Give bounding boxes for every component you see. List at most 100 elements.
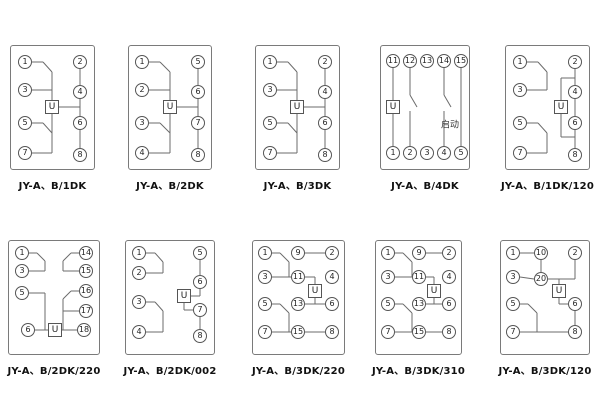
terminal-6: 6 (21, 323, 35, 337)
terminal-4: 4 (132, 325, 146, 339)
terminal-6: 6 (568, 297, 582, 311)
terminal-1: 1 (258, 246, 272, 260)
coil-symbol: U (554, 100, 568, 114)
terminal-4: 4 (325, 270, 339, 284)
terminal-2: 2 (568, 246, 582, 260)
terminal-8: 8 (442, 325, 456, 339)
terminal-11: 11 (291, 270, 305, 284)
wiring-lines (272, 252, 325, 333)
terminal-1: 1 (135, 55, 149, 69)
terminal-3: 3 (263, 83, 277, 97)
coil-symbol: U (290, 100, 304, 114)
terminal-5: 5 (15, 286, 29, 300)
wiring-lines (519, 252, 576, 333)
terminal-5: 5 (454, 146, 468, 160)
terminal-7: 7 (258, 325, 272, 339)
diagram-caption: JY-A、B/3DK/220 (252, 366, 345, 377)
terminal-3: 3 (381, 270, 395, 284)
terminal-6: 6 (318, 116, 332, 130)
wiring-lines (29, 252, 79, 331)
terminal-2: 2 (132, 266, 146, 280)
terminal-2: 2 (442, 246, 456, 260)
terminal-4: 4 (318, 85, 332, 99)
terminal-7: 7 (263, 146, 277, 160)
wiring-lines (149, 61, 199, 154)
terminal-10: 10 (534, 246, 548, 260)
terminal-7: 7 (513, 146, 527, 160)
diagram-caption: JY-A、B/2DK (136, 181, 204, 192)
terminal-3: 3 (18, 83, 32, 97)
terminal-14: 14 (79, 246, 93, 260)
terminal-12: 12 (403, 54, 417, 68)
terminal-1: 1 (18, 55, 32, 69)
terminal-2: 2 (318, 55, 332, 69)
terminal-16: 16 (79, 284, 93, 298)
terminal-7: 7 (506, 325, 520, 339)
terminal-8: 8 (193, 329, 207, 343)
terminal-5: 5 (258, 297, 272, 311)
terminal-6: 6 (73, 116, 87, 130)
terminal-1: 1 (513, 55, 527, 69)
terminal-4: 4 (568, 85, 582, 99)
wiring-lines (527, 61, 576, 154)
diagram-caption: JY-A、B/2DK/002 (123, 366, 217, 377)
terminal-8: 8 (73, 148, 87, 162)
terminal-1: 1 (506, 246, 520, 260)
coil-symbol: U (308, 284, 322, 298)
terminal-2: 2 (73, 55, 87, 69)
terminal-4: 4 (135, 146, 149, 160)
terminal-4: 4 (437, 146, 451, 160)
terminal-13: 13 (291, 297, 305, 311)
terminal-5: 5 (18, 116, 32, 130)
coil-symbol: U (386, 100, 400, 114)
terminal-1: 1 (381, 246, 395, 260)
wiring-lines (146, 252, 201, 333)
terminal-15: 15 (79, 264, 93, 278)
terminal-13: 13 (412, 297, 426, 311)
terminal-1: 1 (15, 246, 29, 260)
terminal-1: 1 (386, 146, 400, 160)
terminal-3: 3 (258, 270, 272, 284)
diagram-caption: JY-A、B/3DK (263, 181, 332, 192)
terminal-8: 8 (568, 148, 582, 162)
terminal-11: 11 (386, 54, 400, 68)
terminal-1: 1 (132, 246, 146, 260)
terminal-15: 15 (454, 54, 468, 68)
diagram-3dk: 1 3 5 7 2 4 6 8 U JY-A、B/3DK (255, 45, 340, 192)
terminal-2: 2 (568, 55, 582, 69)
terminal-8: 8 (568, 325, 582, 339)
terminal-2: 2 (135, 83, 149, 97)
terminal-5: 5 (193, 246, 207, 260)
wiring-lines (277, 61, 326, 154)
terminal-3: 3 (135, 116, 149, 130)
terminal-6: 6 (442, 297, 456, 311)
terminal-6: 6 (325, 297, 339, 311)
terminal-5: 5 (263, 116, 277, 130)
coil-symbol: U (45, 100, 59, 114)
wiring-lines (32, 61, 81, 154)
terminal-3: 3 (132, 295, 146, 309)
terminal-7: 7 (193, 303, 207, 317)
terminal-8: 8 (318, 148, 332, 162)
terminal-20: 20 (534, 272, 548, 286)
coil-symbol: U (48, 323, 62, 337)
terminal-5: 5 (513, 116, 527, 130)
terminal-15: 15 (291, 325, 305, 339)
terminal-5: 5 (506, 297, 520, 311)
coil-symbol: U (552, 284, 566, 298)
terminal-14: 14 (437, 54, 451, 68)
terminal-1: 1 (263, 55, 277, 69)
terminal-8: 8 (191, 148, 205, 162)
diagram-caption: JY-A、B/1DK (18, 181, 87, 192)
terminal-3: 3 (15, 264, 29, 278)
diagram-caption: JY-A、B/2DK/220 (7, 366, 101, 377)
terminal-3: 3 (506, 270, 520, 284)
